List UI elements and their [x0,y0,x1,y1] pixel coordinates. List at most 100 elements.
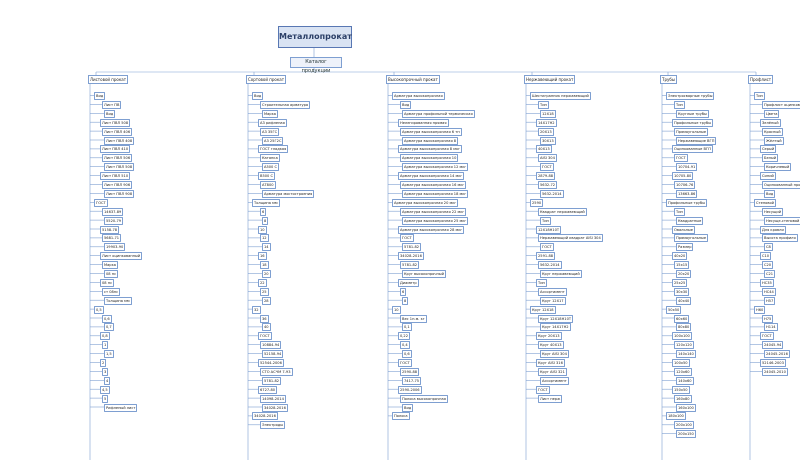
node-4-11[interactable]: 13663-86 [676,189,698,198]
node-4-4[interactable]: Прямоугольные [674,127,709,136]
node-4-25[interactable]: 60х60 [674,314,690,323]
node-3-28[interactable]: Круг 40Х13 [538,341,564,350]
node-5-10[interactable]: Оцинкованный профнастил [762,181,800,189]
node-5-3[interactable]: Зелёный [760,118,781,127]
node-1-35[interactable]: 34028-2016 [262,403,288,412]
node-0-17[interactable]: 19903-90 [104,243,126,252]
node-4-33[interactable]: 150х50 [672,385,690,394]
node-2-7[interactable]: Арматура высокопрочная 10 [400,154,459,163]
node-3-1[interactable]: Тип [538,100,549,109]
node-1-36[interactable]: 34028-2016 [252,412,278,421]
node-1-31[interactable]: СТО АСЧМ 7-93 [260,367,293,376]
node-2-20[interactable]: Круг высокопрочный [402,270,446,278]
node-3-27[interactable]: Круг 20Х13 [536,332,562,341]
node-2-23[interactable]: 8 [402,296,409,305]
node-3-4[interactable]: 20Х13 [538,127,554,136]
node-3-31[interactable]: Круг AISI 321 [538,367,567,376]
node-1-33[interactable]: 6727-80 [258,385,278,394]
node-1-21[interactable]: 22 [258,278,267,287]
node-1-6[interactable]: ГОСТ гладкая [258,145,289,154]
node-2-22[interactable]: 6 [400,287,407,296]
node-0-20[interactable]: 08 пс [104,270,119,278]
node-0-9[interactable]: Лист ПВЛ 510 [100,172,131,181]
node-5-28[interactable]: 24045-94 [762,341,784,350]
catalog-node[interactable]: Каталог продукции [290,57,342,74]
node-0-4[interactable]: Лист ПВЛ 406 [102,127,133,136]
node-2-13[interactable]: Арматура высокопрочная 22 мкг [400,207,467,216]
node-2-30[interactable]: ГОСТ [398,359,412,367]
node-1-34[interactable]: 14098-2014 [260,394,286,403]
node-2-1[interactable]: Вид [400,100,412,109]
node-3-9[interactable]: 2879-88 [536,172,556,181]
node-3-12[interactable]: 2590 [530,198,544,207]
category-2[interactable]: Высокопрочный прокат [386,75,440,84]
node-5-0[interactable]: Тип [754,92,765,100]
node-5-9[interactable]: Синий [760,172,776,181]
node-4-30[interactable]: 100х50 [672,359,690,367]
node-1-3[interactable]: А3 рифленая [258,118,287,127]
node-2-4[interactable]: Арматура высокопрочная 6 тп [400,127,462,136]
node-0-1[interactable]: Лист ПВ [102,100,122,109]
node-4-16[interactable]: Прямоугольные [674,234,709,243]
node-3-7[interactable]: AISI 304 [538,154,557,163]
node-3-25[interactable]: Круг 12Х18Н10Т [538,314,574,323]
node-1-11[interactable]: Арматура мостостроения [262,189,315,198]
node-0-32[interactable]: 4 [104,376,111,385]
node-3-16[interactable]: Нержавеющий квадрат AISI 304 [538,234,603,243]
node-2-6[interactable]: Арматура высокопрочная 8 мкг [398,145,463,154]
node-1-19[interactable]: 18 [260,261,269,270]
node-5-14[interactable]: Несуще-стеновой [764,216,800,225]
node-1-7[interactable]: Катанка [260,154,280,163]
node-0-22[interactable]: ст 08пс [102,287,121,296]
node-0-10[interactable]: Лист ПВЛ 906 [102,181,133,189]
node-2-17[interactable]: 5781-82 [402,243,422,252]
node-1-14[interactable]: 8 [262,216,269,225]
node-5-18[interactable]: С10 [760,252,772,261]
node-0-13[interactable]: 14637-89 [102,207,124,216]
node-4-31[interactable]: 120х60 [674,367,692,376]
node-2-33[interactable]: 2590-2006 [398,385,422,394]
node-4-3[interactable]: Профильные трубы [672,118,714,127]
node-1-24[interactable]: 32 [252,305,261,314]
node-1-37[interactable]: Электроды [260,421,286,430]
node-3-33[interactable]: ГОСТ [536,385,550,394]
node-3-2[interactable]: 12Х18 [540,109,556,118]
node-4-6[interactable]: Оцинкованные ВГП [672,145,713,154]
node-4-22[interactable]: 30х30 [674,287,690,296]
node-1-28[interactable]: 10884-94 [260,341,282,350]
node-4-23[interactable]: 40х40 [676,296,692,305]
category-3[interactable]: Нержавеющий прокат [524,75,576,84]
category-5[interactable]: Профлист [748,75,774,84]
node-3-0[interactable]: Шестигранник нержавеющий [530,92,591,100]
node-1-8[interactable]: А500 С [262,163,279,172]
node-1-32[interactable]: 5781-82 [262,376,282,385]
node-1-23[interactable]: 28 [262,296,271,305]
node-4-35[interactable]: 160х100 [676,403,696,412]
node-3-8[interactable]: ГОСТ [540,163,554,172]
node-3-13[interactable]: Квадрат нержавеющий [538,207,587,216]
node-1-25[interactable]: 36 [260,314,269,323]
node-4-9[interactable]: 10705-80 [672,172,694,181]
node-0-30[interactable]: 2 [100,359,107,367]
node-5-22[interactable]: НС44 [762,287,776,296]
node-0-3[interactable]: Лист ПВЛ 508 [100,118,131,127]
node-5-13[interactable]: Несущий [762,207,784,216]
node-3-18[interactable]: 2591-88 [536,252,556,261]
node-1-10[interactable]: АТ800 [260,181,276,189]
node-0-25[interactable]: 0,6 [102,314,112,323]
node-1-1[interactable]: Строительная арматура [260,100,311,109]
node-0-31[interactable]: 3 [102,367,109,376]
node-3-30[interactable]: Круг AISI 316 [536,359,565,367]
node-3-20[interactable]: Круг нержавеющий [540,270,582,278]
node-4-20[interactable]: 20х20 [676,270,692,278]
node-5-8[interactable]: Коричневый [764,163,792,172]
node-4-28[interactable]: 120х120 [674,341,694,350]
node-1-0[interactable]: Вид [252,92,264,100]
node-0-15[interactable]: 5158-78 [100,225,120,234]
node-0-18[interactable]: Лист оцинкованный [100,252,143,261]
node-5-15[interactable]: Для кровли [760,225,786,234]
node-4-1[interactable]: Тип [674,100,685,109]
node-0-6[interactable]: Лист ПВЛ 410 [100,145,131,154]
node-5-20[interactable]: С21 [764,270,776,278]
category-4[interactable]: Трубы [660,75,677,84]
